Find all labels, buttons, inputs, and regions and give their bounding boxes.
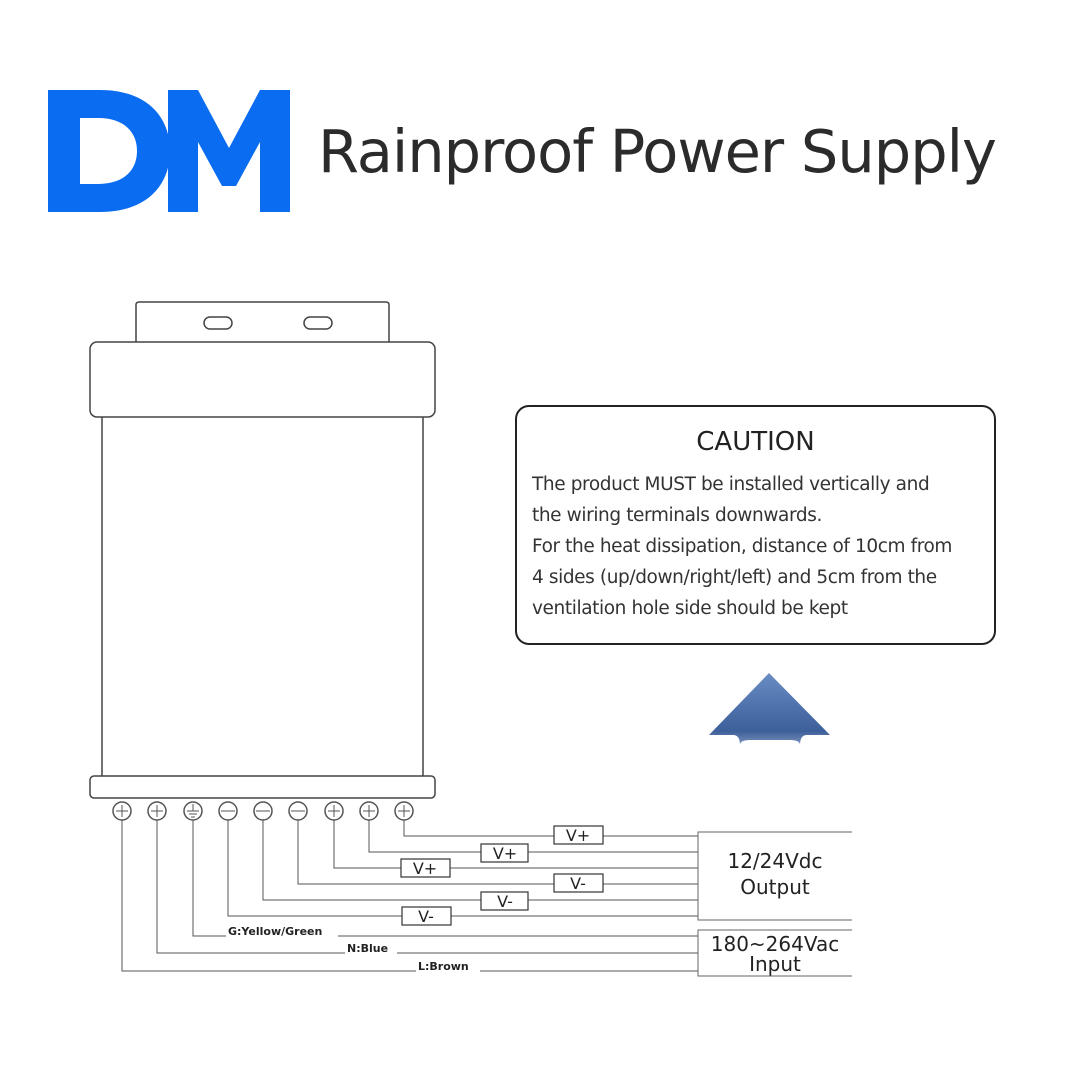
terminal-l: [112, 801, 132, 821]
dm-logo: [48, 90, 290, 212]
wire-v-plus-2: [368, 820, 698, 853]
terminal-n: [147, 801, 167, 821]
page-title: Rainproof Power Supply: [318, 117, 997, 186]
header: Rainproof Power Supply: [0, 0, 1080, 240]
caution-line: the wiring terminals downwards.: [532, 505, 822, 526]
terminal-v-plus-2: [359, 801, 379, 821]
label-v-plus-2: V+: [493, 844, 517, 863]
logo-letter-m: [168, 90, 290, 212]
label-v-minus-3: V-: [570, 874, 586, 893]
output-label-line2: Output: [740, 875, 810, 899]
terminal-v-plus-1: [324, 801, 344, 821]
housing-body: [101, 417, 424, 776]
terminal-v-plus-3: [394, 801, 414, 821]
label-v-plus-3: V+: [566, 826, 590, 845]
caution-line: The product MUST be installed vertically…: [532, 474, 930, 495]
wire-v-plus-3: [403, 820, 698, 837]
mount-slot-right: [303, 316, 333, 330]
label-neutral: N:Blue: [347, 942, 388, 955]
label-v-minus-1: V-: [418, 907, 434, 926]
terminal-v-minus-3: [288, 801, 308, 821]
wire-v-plus-1: [333, 820, 698, 869]
mounting-bracket: [135, 301, 390, 342]
housing-bottom-cap: [89, 775, 436, 799]
label-v-plus-1: V+: [413, 859, 437, 878]
wire-neutral: [156, 820, 698, 954]
terminal-v-minus-1: [218, 801, 238, 821]
logo-letter-d: [48, 90, 170, 212]
caution-title: CAUTION: [696, 427, 815, 457]
wire-ground: [192, 820, 698, 937]
output-label-line1: 12/24Vdc: [727, 849, 822, 873]
caution-text: The product MUST be installed vertically…: [532, 469, 992, 624]
up-arrow-icon: [709, 673, 830, 770]
input-label-line1: 180~264Vac: [711, 932, 840, 956]
label-v-minus-2: V-: [497, 892, 513, 911]
caution-line: ventilation hole side should be kept: [532, 598, 848, 619]
input-label-line2: Input: [749, 952, 801, 976]
terminal-v-minus-2: [253, 801, 273, 821]
wire-v-minus-1: [227, 820, 698, 917]
caution-line: 4 sides (up/down/right/left) and 5cm fro…: [532, 567, 937, 588]
wires: [121, 820, 698, 972]
mount-slot-left: [203, 316, 233, 330]
label-live: L:Brown: [418, 960, 469, 973]
terminal-block: [112, 801, 414, 821]
wire-live: [121, 820, 698, 972]
wire-v-minus-2: [262, 820, 698, 901]
label-ground: G:Yellow/Green: [228, 925, 322, 938]
output-box: [697, 831, 852, 921]
caution-box: CAUTION The product MUST be installed ve…: [515, 405, 996, 645]
housing-top-cap: [89, 341, 436, 418]
terminal-ground: [183, 801, 203, 821]
caution-line: For the heat dissipation, distance of 10…: [532, 536, 953, 557]
input-box: [697, 929, 852, 977]
